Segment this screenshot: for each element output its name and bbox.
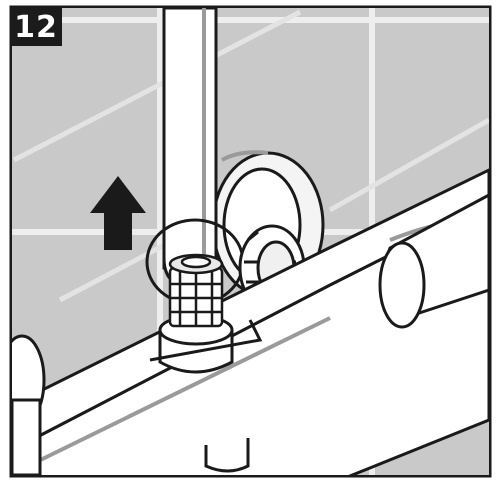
bar-left-end	[12, 334, 46, 475]
check-valve	[168, 253, 224, 328]
arrow-up-icon	[90, 176, 146, 250]
step-number-badge: 12	[10, 8, 62, 46]
thermostat-body	[12, 168, 489, 475]
riser-pipe	[162, 8, 218, 288]
lower-outlet	[204, 438, 250, 473]
thermostat-cap	[378, 193, 489, 329]
